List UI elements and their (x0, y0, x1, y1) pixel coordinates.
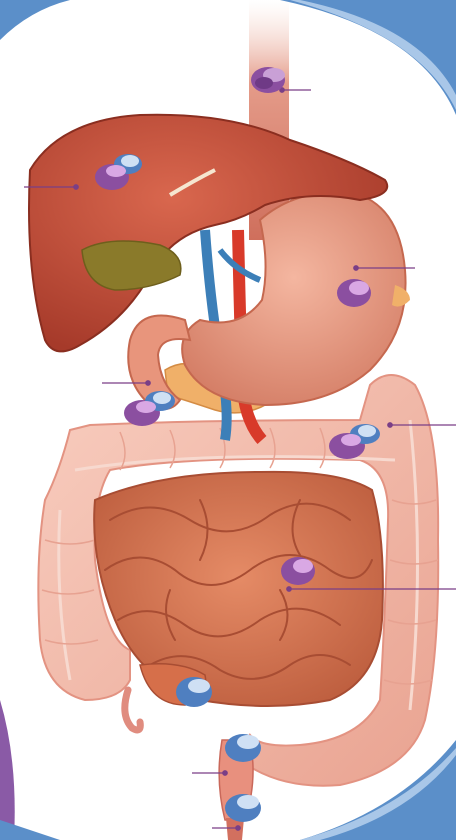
pill-marker-rectum-icon (225, 734, 261, 762)
corner-decoration-top-right (280, 0, 456, 115)
appendix (125, 690, 141, 730)
pill-marker-anus-icon (225, 794, 261, 822)
pill-marker-stomach-icon (337, 279, 371, 307)
corner-decoration-bottom-left (0, 700, 15, 840)
pill-marker-small-intestine-icon (281, 557, 315, 585)
pill-marker-cecum-icon (176, 677, 212, 707)
pill-marker-esophagus-icon (251, 67, 285, 93)
gallbladder (82, 241, 181, 290)
pill-marker-duodenum-icon (124, 391, 175, 426)
corner-decoration-top-left (0, 0, 70, 40)
